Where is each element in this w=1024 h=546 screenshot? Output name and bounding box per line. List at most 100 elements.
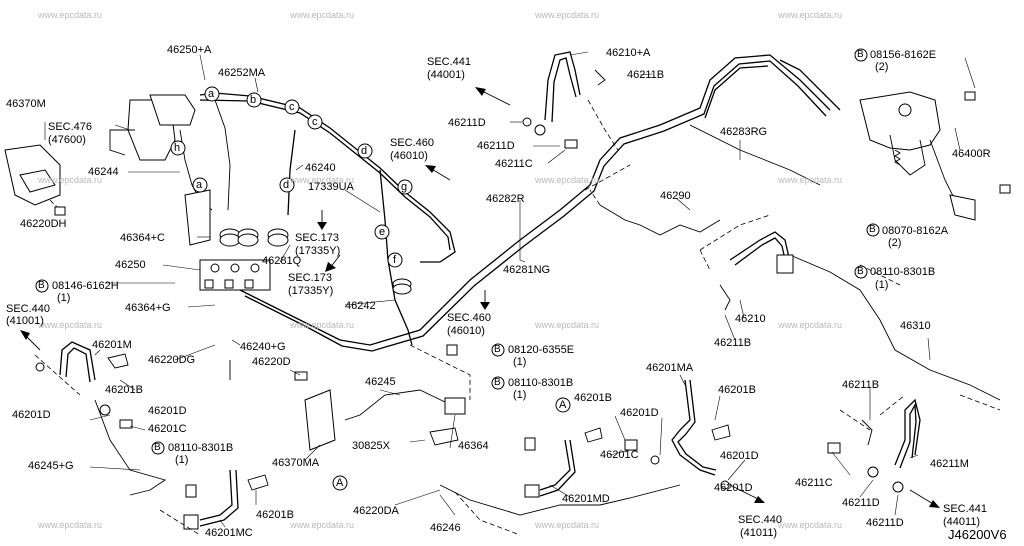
part-label: 46211D	[448, 117, 486, 129]
part-label: 46211D	[477, 140, 515, 152]
lower-left-hoses	[34, 341, 167, 496]
callout-letter: b	[250, 94, 257, 106]
part-label: SEC.440	[738, 514, 783, 526]
callout-letter: f	[393, 254, 397, 266]
part-label: (1)	[875, 279, 889, 291]
part-label: 46220DA	[353, 505, 399, 517]
part-label: (41001)	[6, 315, 44, 327]
watermark: www.epcdata.ru	[290, 10, 355, 20]
part-label: (1)	[175, 454, 189, 466]
part-label: 46220D	[252, 356, 291, 368]
watermark: www.epcdata.ru	[778, 520, 843, 530]
watermark: www.epcdata.ru	[290, 175, 355, 185]
pipe-46310	[789, 254, 1001, 401]
part-label: 46240+G	[240, 341, 286, 353]
bolt-symbols	[35, 48, 880, 455]
part-label: 46364	[458, 440, 489, 452]
part-label: (44011)	[943, 516, 981, 528]
part-label: 46210	[735, 313, 766, 325]
bolt-symbol: B	[857, 266, 864, 277]
hose-46201ma	[624, 379, 731, 490]
watermark: www.epcdata.ru	[38, 175, 103, 185]
bolt-symbol: B	[494, 344, 501, 355]
part-label: 46242	[345, 300, 376, 312]
part-label: 46201D	[620, 407, 659, 419]
hose-46201mc	[159, 469, 269, 536]
part-label: 46201MC	[205, 527, 253, 539]
part-label: 46211D	[842, 497, 880, 509]
bolt-symbol: B	[869, 224, 876, 235]
callout-letter: a	[196, 179, 203, 191]
watermark: www.epcdata.ru	[38, 520, 103, 530]
part-label: 46211B	[627, 69, 665, 81]
part-label: SEC.441	[427, 56, 472, 68]
part-label: (47600)	[48, 134, 86, 146]
clips-17339ua	[219, 228, 412, 295]
watermark: www.epcdata.ru	[778, 175, 843, 185]
callout-letter: A	[559, 399, 567, 411]
part-label: 46211M	[930, 458, 969, 470]
part-label: SEC.476	[48, 121, 93, 133]
watermark: www.epcdata.ru	[778, 320, 843, 330]
watermark: www.epcdata.ru	[38, 10, 103, 20]
leader-lines	[44, 51, 976, 528]
part-label: 46201B	[256, 509, 294, 521]
part-label: 46310	[900, 320, 931, 332]
watermark: www.epcdata.ru	[535, 175, 600, 185]
pedal-assembly-46400r	[859, 91, 1011, 221]
part-label: 08110-8301B	[168, 442, 234, 454]
part-label: 46250+A	[167, 44, 212, 56]
watermark: www.epcdata.ru	[535, 320, 600, 330]
part-label: 46282R	[486, 193, 525, 205]
watermark: www.epcdata.ru	[38, 320, 103, 330]
part-label: 08156-8162E	[870, 49, 937, 61]
part-label: 46290	[660, 190, 691, 202]
part-label: 46201B	[105, 384, 143, 396]
part-label: SEC.173	[295, 232, 340, 244]
part-label: 46211C	[795, 477, 833, 489]
callout-letter: c	[289, 101, 295, 113]
master-cylinder	[109, 94, 196, 161]
bracket-46370m	[4, 144, 66, 216]
part-label: 46201MD	[562, 493, 610, 505]
main-brake-pipes	[179, 54, 841, 352]
callout-letter: h	[174, 142, 181, 154]
part-label: 46211D	[866, 517, 904, 529]
part-label: 08110-8301B	[870, 266, 936, 278]
part-label: 46370MA	[272, 457, 320, 469]
pipe-46245	[344, 344, 471, 446]
part-label: 46220DG	[148, 354, 196, 366]
callout-letter: A	[336, 477, 344, 489]
part-label: SEC.460	[447, 312, 492, 324]
part-label: 46244	[88, 166, 119, 178]
part-label: 17339UA	[308, 181, 354, 193]
callout-letter: d	[283, 179, 290, 191]
pipe-46290	[599, 204, 721, 236]
hose-46210	[699, 214, 794, 311]
part-label: SEC.460	[390, 137, 435, 149]
part-label: 46201C	[600, 449, 639, 461]
bolt-symbol: B	[154, 442, 161, 453]
part-label: 46281Q	[262, 255, 302, 267]
watermark: www.epcdata.ru	[778, 10, 843, 20]
bolt-symbol: B	[494, 377, 501, 388]
part-label: 46201D	[714, 482, 753, 494]
part-label: 08146-6162H	[52, 280, 119, 292]
part-label: (2)	[888, 237, 902, 249]
part-label: SEC.440	[6, 303, 51, 315]
part-label: 46201MA	[646, 362, 694, 374]
part-label: SEC.441	[943, 503, 988, 515]
part-label: 46283RG	[720, 126, 768, 138]
hose-46210a	[522, 51, 619, 151]
part-label: 46281NG	[503, 264, 551, 276]
part-label: (17335Y)	[288, 285, 334, 297]
part-label: (41011)	[740, 527, 778, 539]
part-label: 46201B	[574, 392, 612, 404]
part-label: 46201D	[12, 409, 51, 421]
pipe-callouts	[170, 86, 571, 491]
part-label: 30825X	[352, 440, 390, 452]
watermark: www.epcdata.ru	[535, 520, 600, 530]
part-label: 46246	[430, 522, 461, 534]
part-label: (44001)	[427, 69, 465, 81]
